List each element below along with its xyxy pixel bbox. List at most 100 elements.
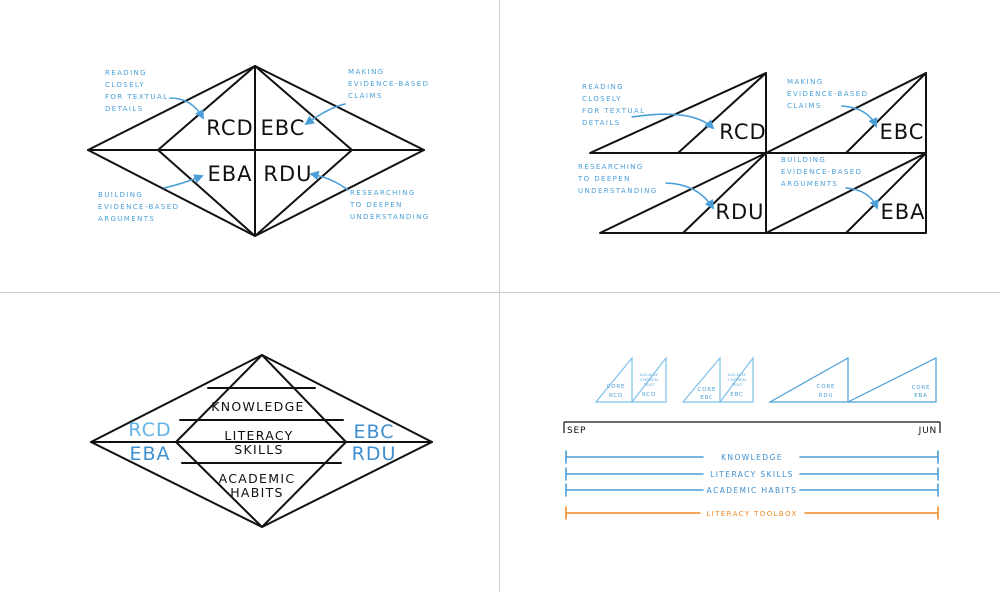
bar-academic-habits-label: ACADEMIC HABITS: [707, 486, 798, 495]
unit-local-rcd-l4: RCD: [642, 392, 656, 398]
unit-core-rcd-l1: CORE: [607, 384, 626, 390]
unit-triangle-core-rcd: [594, 356, 633, 403]
arrow-ebc-2: [841, 105, 878, 128]
bar-knowledge: KNOWLEDGE: [565, 450, 939, 464]
triangle-ebc: [765, 72, 927, 154]
bar-literacy-skills-label: LITERACY SKILLS: [710, 470, 794, 479]
bar-knowledge-label: KNOWLEDGE: [721, 453, 783, 462]
svg-text:BUILDING: BUILDING: [98, 191, 143, 199]
svg-text:UNDERSTANDING: UNDERSTANDING: [578, 187, 658, 195]
svg-text:DETAILS: DETAILS: [105, 105, 144, 113]
arrow-rdu-2: [665, 182, 715, 210]
unit-triangle-local-rcd: [630, 356, 667, 403]
unit-core-eba-l2: EBA: [914, 393, 927, 399]
arrow-eba-2: [845, 187, 879, 210]
note-eba-2: BUILDING EVIDENCE-BASED ARGUMENTS: [781, 156, 862, 188]
svg-text:TO DEEPEN: TO DEEPEN: [349, 201, 403, 209]
month-start: SEP: [567, 426, 586, 436]
svg-text:RESEARCHING: RESEARCHING: [350, 189, 416, 197]
svg-text:ARGUMENTS: ARGUMENTS: [98, 215, 155, 223]
arrow-eba: [163, 174, 204, 189]
svg-text:READING: READING: [582, 83, 624, 91]
svg-text:EVIDENCE-BASED: EVIDENCE-BASED: [787, 90, 868, 98]
bar-literacy-skills: LITERACY SKILLS: [565, 467, 939, 481]
note-ebc: MAKING EVIDENCE-BASED CLAIMS: [348, 68, 429, 100]
unit-core-rcd-l2: RCD: [609, 393, 623, 399]
layer-literacy-line2: SKILLS: [234, 442, 283, 457]
code-ebc: EBC: [261, 116, 306, 140]
right-code-rdu: RDU: [352, 443, 397, 465]
note-rdu: RESEARCHING TO DEEPEN UNDERSTANDING: [349, 189, 430, 221]
svg-text:FOR TEXTUAL: FOR TEXTUAL: [582, 107, 645, 115]
svg-text:BUILDING: BUILDING: [781, 156, 826, 164]
arrow-ebc: [304, 103, 346, 126]
left-code-eba: EBA: [129, 443, 170, 465]
unit-triangle-core-ebc: [681, 356, 721, 403]
svg-text:CLAIMS: CLAIMS: [787, 102, 822, 110]
note-rdu-2: RESEARCHING TO DEEPEN UNDERSTANDING: [577, 163, 658, 195]
unit-local-ebc-l2: CHOSEN: [728, 377, 746, 382]
unit-core-eba-l1: CORE: [912, 385, 931, 391]
triangle-eba: [765, 152, 927, 234]
panel-year-timeline: CORE RCD LOCALLY CHOSEN TEXT RCD CORE EB…: [563, 356, 941, 520]
bar-literacy-toolbox: LITERACY TOOLBOX: [565, 506, 939, 520]
unit-triangles: [594, 356, 937, 403]
svg-text:UNDERSTANDING: UNDERSTANDING: [350, 213, 430, 221]
unit-triangle-core-eba: [847, 357, 937, 403]
arrow-rcd: [169, 97, 204, 120]
layer-academic-line1: ACADEMIC: [219, 471, 296, 486]
code-rcd: RCD: [206, 116, 253, 140]
note-rcd: READING CLOSELY FOR TEXTUAL DETAILS: [105, 69, 168, 113]
unit-local-ebc-l3: TEXT: [731, 382, 743, 387]
year-bracket: [563, 421, 941, 433]
unit-triangle-local-ebc: [718, 356, 754, 403]
svg-text:EVIDENCE-BASED: EVIDENCE-BASED: [98, 203, 179, 211]
svg-text:READING: READING: [105, 69, 147, 77]
unit-core-ebc-l2: EBC: [700, 395, 713, 401]
unit-local-ebc-l1: LOCALLY: [728, 372, 747, 377]
note-ebc-2: MAKING EVIDENCE-BASED CLAIMS: [787, 78, 868, 110]
svg-text:CLOSELY: CLOSELY: [105, 81, 145, 89]
panel-layered-diamond: KNOWLEDGE LITERACY SKILLS ACADEMIC HABIT…: [90, 354, 433, 528]
code-eba-2: EBA: [880, 200, 925, 224]
unit-local-rcd-l1: LOCALLY: [640, 372, 659, 377]
unit-core-ebc-l1: CORE: [698, 387, 717, 393]
note-eba: BUILDING EVIDENCE-BASED ARGUMENTS: [98, 191, 179, 223]
code-rdu: RDU: [263, 162, 312, 186]
code-rdu-2: RDU: [715, 200, 764, 224]
svg-text:EVIDENCE-BASED: EVIDENCE-BASED: [781, 168, 862, 176]
svg-text:CLOSELY: CLOSELY: [582, 95, 622, 103]
code-eba: EBA: [207, 162, 252, 186]
svg-text:MAKING: MAKING: [787, 78, 824, 86]
panel-sawtooth-grid: RCD EBC RDU EBA READING CLOSELY FOR TEXT…: [577, 72, 927, 234]
left-code-rcd: RCD: [128, 419, 171, 441]
arrow-rcd-2: [631, 113, 715, 130]
svg-text:ARGUMENTS: ARGUMENTS: [781, 180, 838, 188]
svg-text:TO DEEPEN: TO DEEPEN: [577, 175, 631, 183]
layered-diamond-outline: [90, 354, 433, 528]
svg-text:DETAILS: DETAILS: [582, 119, 621, 127]
unit-core-rdu-l2: RDU: [819, 393, 833, 399]
arrow-rdu: [309, 170, 349, 191]
bar-literacy-toolbox-label: LITERACY TOOLBOX: [706, 510, 797, 518]
svg-text:CLAIMS: CLAIMS: [348, 92, 383, 100]
diamond-outline: [87, 65, 425, 237]
unit-local-ebc-l4: EBC: [730, 392, 743, 398]
layer-literacy-line1: LITERACY: [224, 428, 293, 443]
svg-text:RESEARCHING: RESEARCHING: [578, 163, 644, 171]
layer-academic-line2: HABITS: [230, 485, 284, 500]
svg-text:FOR TEXTUAL: FOR TEXTUAL: [105, 93, 168, 101]
code-ebc-2: EBC: [880, 120, 925, 144]
right-code-ebc: EBC: [354, 421, 395, 443]
bar-academic-habits: ACADEMIC HABITS: [565, 483, 939, 497]
panel-diamond-quadrants: RCD EBC EBA RDU READING CLOSELY FOR TEXT…: [87, 65, 430, 237]
unit-local-rcd-l2: CHOSEN: [640, 377, 658, 382]
svg-text:EVIDENCE-BASED: EVIDENCE-BASED: [348, 80, 429, 88]
unit-core-rdu-l1: CORE: [817, 384, 836, 390]
layer-knowledge: KNOWLEDGE: [211, 399, 305, 414]
triangle-rdu: [599, 152, 767, 234]
svg-text:MAKING: MAKING: [348, 68, 385, 76]
note-rcd-2: READING CLOSELY FOR TEXTUAL DETAILS: [582, 83, 645, 127]
unit-local-rcd-l3: TEXT: [643, 382, 655, 387]
